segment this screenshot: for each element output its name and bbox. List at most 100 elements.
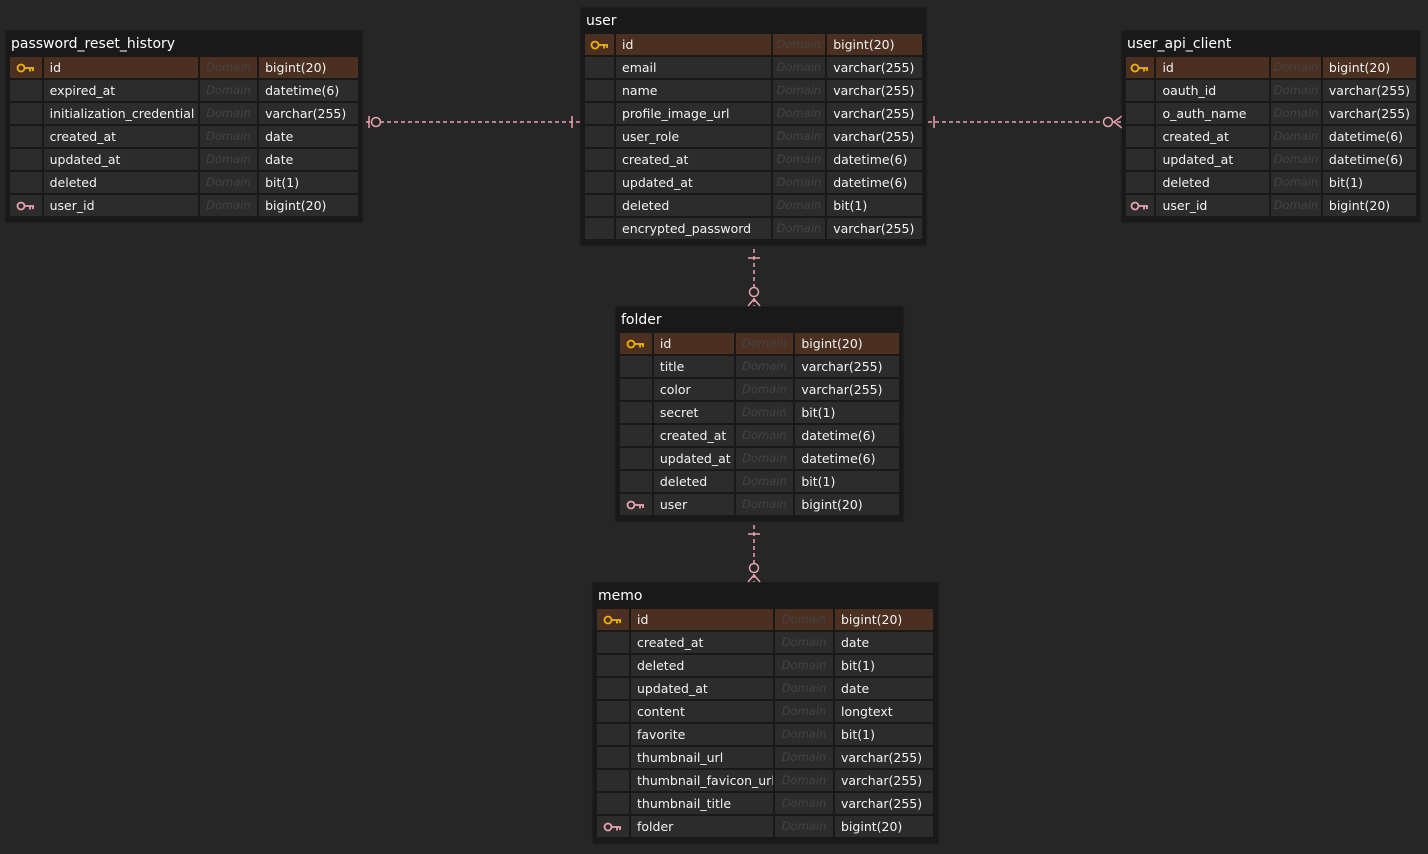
column-name[interactable]: thumbnail_favicon_url bbox=[631, 770, 773, 791]
column-domain[interactable]: Domain bbox=[772, 34, 826, 55]
column-name[interactable]: updated_at bbox=[1156, 149, 1270, 170]
column-domain[interactable]: Domain bbox=[1271, 80, 1321, 101]
column-type[interactable]: bit(1) bbox=[795, 402, 899, 423]
column-type[interactable]: varchar(255) bbox=[827, 57, 922, 78]
column-name[interactable]: updated_at bbox=[653, 448, 734, 469]
column-type[interactable]: datetime(6) bbox=[795, 448, 899, 469]
column-type[interactable]: bigint(20) bbox=[835, 609, 933, 630]
column-domain[interactable]: Domain bbox=[1271, 149, 1321, 170]
column-domain[interactable]: Domain bbox=[735, 494, 794, 515]
column-type[interactable]: date bbox=[259, 126, 358, 147]
column-domain[interactable]: Domain bbox=[772, 80, 826, 101]
column-name[interactable]: email bbox=[616, 57, 771, 78]
column-domain[interactable]: Domain bbox=[199, 57, 258, 78]
column-type[interactable]: bigint(20) bbox=[1322, 195, 1416, 216]
column-name[interactable]: secret bbox=[653, 402, 734, 423]
column-domain[interactable]: Domain bbox=[199, 103, 258, 124]
column-domain[interactable]: Domain bbox=[735, 402, 794, 423]
column-domain[interactable]: Domain bbox=[1271, 172, 1321, 193]
column-name[interactable]: thumbnail_url bbox=[631, 747, 773, 768]
column-name[interactable]: expired_at bbox=[43, 80, 198, 101]
column-type[interactable]: datetime(6) bbox=[1322, 149, 1416, 170]
column-name[interactable]: user_id bbox=[1156, 195, 1270, 216]
column-type[interactable]: varchar(255) bbox=[835, 747, 933, 768]
column-domain[interactable]: Domain bbox=[1271, 57, 1321, 78]
column-domain[interactable]: Domain bbox=[775, 724, 833, 745]
column-domain[interactable]: Domain bbox=[199, 126, 258, 147]
column-domain[interactable]: Domain bbox=[775, 655, 833, 676]
column-type[interactable]: bit(1) bbox=[259, 172, 358, 193]
column-type[interactable]: datetime(6) bbox=[795, 425, 899, 446]
column-type[interactable]: bigint(20) bbox=[795, 333, 899, 354]
column-type[interactable]: datetime(6) bbox=[1322, 126, 1416, 147]
column-name[interactable]: user bbox=[653, 494, 734, 515]
column-name[interactable]: user_id bbox=[43, 195, 198, 216]
column-domain[interactable]: Domain bbox=[772, 218, 826, 239]
column-name[interactable]: updated_at bbox=[631, 678, 773, 699]
column-domain[interactable]: Domain bbox=[199, 80, 258, 101]
column-type[interactable]: date bbox=[259, 149, 358, 170]
column-name[interactable]: user_role bbox=[616, 126, 771, 147]
column-domain[interactable]: Domain bbox=[1271, 195, 1321, 216]
column-type[interactable]: date bbox=[835, 678, 933, 699]
column-domain[interactable]: Domain bbox=[772, 126, 826, 147]
column-domain[interactable]: Domain bbox=[199, 195, 258, 216]
column-type[interactable]: varchar(255) bbox=[835, 770, 933, 791]
column-name[interactable]: id bbox=[616, 34, 771, 55]
column-type[interactable]: varchar(255) bbox=[827, 218, 922, 239]
relationship-user-password-reset-history[interactable] bbox=[366, 116, 580, 128]
column-name[interactable]: encrypted_password bbox=[616, 218, 771, 239]
column-name[interactable]: folder bbox=[631, 816, 773, 837]
column-type[interactable]: bigint(20) bbox=[795, 494, 899, 515]
column-name[interactable]: o_auth_name bbox=[1156, 103, 1270, 124]
column-domain[interactable]: Domain bbox=[735, 471, 794, 492]
column-domain[interactable]: Domain bbox=[735, 333, 794, 354]
column-name[interactable]: id bbox=[1156, 57, 1270, 78]
column-type[interactable]: varchar(255) bbox=[259, 103, 358, 124]
column-name[interactable]: initialization_credential bbox=[43, 103, 198, 124]
column-name[interactable]: favorite bbox=[631, 724, 773, 745]
column-type[interactable]: bigint(20) bbox=[827, 34, 922, 55]
column-type[interactable]: datetime(6) bbox=[827, 149, 922, 170]
column-name[interactable]: id bbox=[631, 609, 773, 630]
column-type[interactable]: varchar(255) bbox=[1322, 80, 1416, 101]
column-name[interactable]: title bbox=[653, 356, 734, 377]
column-name[interactable]: created_at bbox=[43, 126, 198, 147]
column-type[interactable]: varchar(255) bbox=[1322, 103, 1416, 124]
column-name[interactable]: created_at bbox=[616, 149, 771, 170]
column-domain[interactable]: Domain bbox=[199, 149, 258, 170]
column-domain[interactable]: Domain bbox=[735, 379, 794, 400]
column-domain[interactable]: Domain bbox=[1271, 126, 1321, 147]
column-name[interactable]: thumbnail_title bbox=[631, 793, 773, 814]
column-name[interactable]: updated_at bbox=[616, 172, 771, 193]
column-domain[interactable]: Domain bbox=[775, 747, 833, 768]
column-domain[interactable]: Domain bbox=[772, 103, 826, 124]
column-type[interactable]: varchar(255) bbox=[827, 103, 922, 124]
